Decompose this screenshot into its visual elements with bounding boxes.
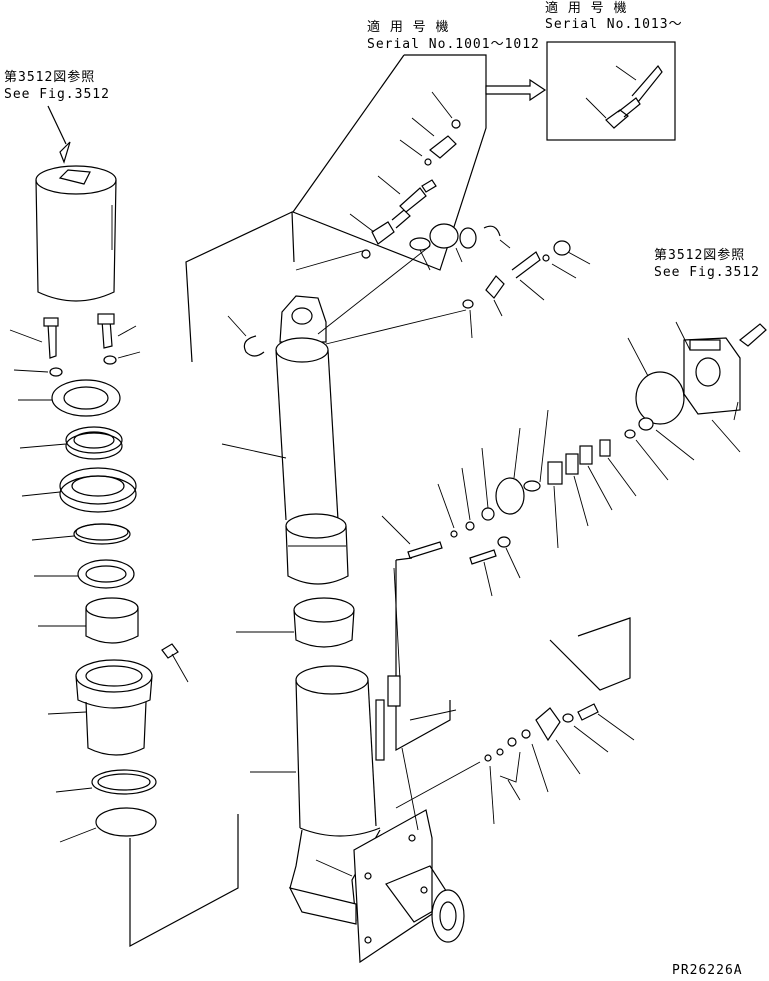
serial-1001-1012-callout <box>292 54 487 271</box>
snap-ring <box>227 315 265 357</box>
housing-sleeve <box>47 643 189 756</box>
valve-parts-top <box>409 223 591 339</box>
ref-right-jp: 第3512図参照 <box>654 248 746 263</box>
inset-valve-parts <box>349 91 461 245</box>
valve-block <box>627 321 767 453</box>
gasket <box>55 769 157 795</box>
bearing-ring-3 <box>34 559 135 589</box>
lower-fittings <box>395 703 635 825</box>
serial-1013-box <box>546 41 676 141</box>
seal-ring <box>31 523 131 545</box>
bolts-mid <box>381 515 521 597</box>
valve-small-parts <box>437 409 695 549</box>
steering-flange <box>315 809 465 964</box>
drawing-number: PR26226A <box>672 963 743 978</box>
bearing-ring-2 <box>21 467 137 513</box>
inset-fitting-icon <box>585 65 663 129</box>
bolt-pair <box>9 313 141 377</box>
ref-left-en: See Fig.3512 <box>4 87 110 102</box>
mid-right-lines <box>401 709 457 831</box>
serial-a-en: Serial No.1001～1012 <box>367 37 540 52</box>
serial-b-en: Serial No.1013～ <box>545 17 683 32</box>
spacer-ring <box>236 597 355 648</box>
ref-left-jp: 第3512図参照 <box>4 70 96 85</box>
bushing <box>38 597 139 644</box>
center-bracket-lines <box>185 211 451 752</box>
link-lines <box>295 245 467 345</box>
arrow-right-icon <box>485 78 547 102</box>
cylinder-upper <box>221 295 349 585</box>
right-bracket-lines <box>393 567 631 691</box>
cover-cylinder <box>35 165 117 302</box>
serial-b-jp: 適 用 号 機 <box>545 1 628 16</box>
left-bracket-lines <box>47 105 239 948</box>
thrust-plate <box>18 379 121 417</box>
cover-plate <box>59 807 157 843</box>
serial-a-jp: 適 用 号 機 <box>367 20 450 35</box>
column-lower <box>250 665 401 925</box>
ref-right-en: See Fig.3512 <box>654 265 760 280</box>
bearing-ring-1 <box>19 426 123 460</box>
